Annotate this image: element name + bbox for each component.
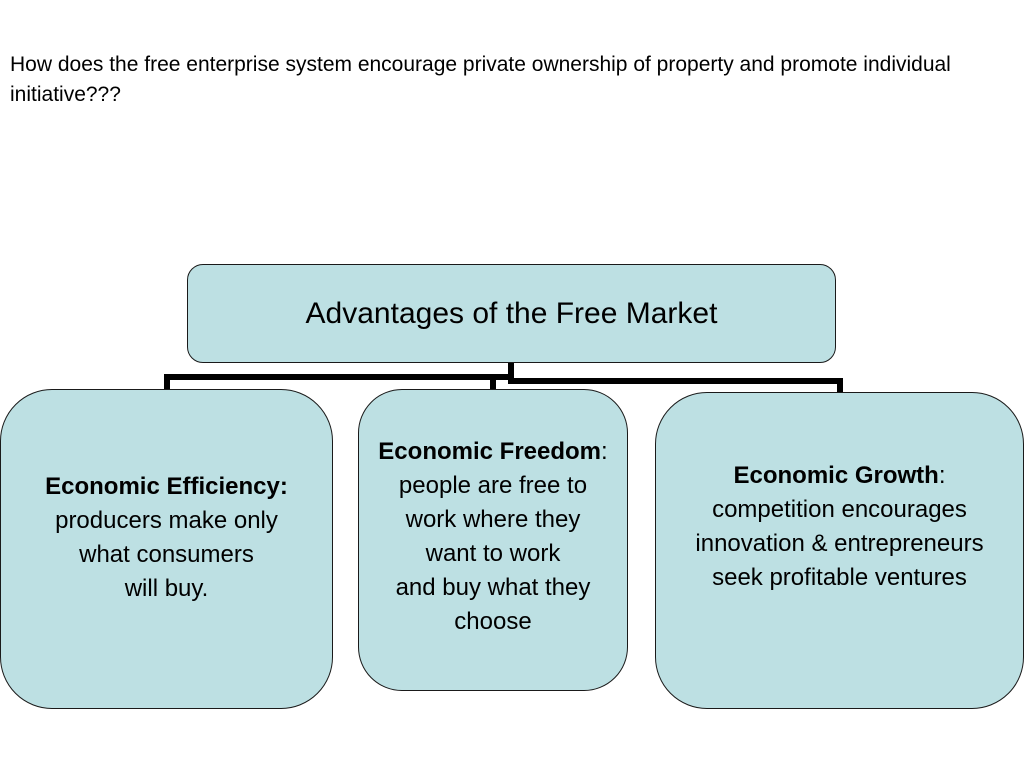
box-economic-efficiency: Economic Efficiency: producers make only… (0, 389, 333, 709)
box-text-line: what consumers (79, 541, 254, 568)
box-heading-line: Economic Freedom: (378, 435, 607, 469)
box-heading: Economic Freedom (378, 438, 602, 465)
box-heading-line: Economic Growth: (695, 459, 983, 493)
box-text-line: competition encourages (712, 495, 967, 523)
box-text-line: work where they (405, 506, 581, 533)
box-content: Economic Freedom: people are free to wor… (378, 435, 607, 639)
box-text-line: choose (454, 608, 532, 635)
box-heading: Economic Growth (733, 461, 939, 489)
box-economic-freedom: Economic Freedom: people are free to wor… (358, 389, 628, 691)
box-text-line: innovation & entrepreneurs (695, 529, 984, 557)
box-text-line: people are free to (398, 472, 588, 499)
page-question: How does the free enterprise system enco… (10, 53, 951, 106)
root-label: Advantages of the Free Market (305, 296, 718, 330)
connector-to-economic-efficiency (164, 360, 514, 392)
box-heading: Economic Efficiency: (45, 473, 288, 500)
box-content: Economic Efficiency: producers make only… (45, 470, 288, 606)
root-box-advantages: Advantages of the Free Market (187, 264, 836, 363)
box-economic-growth: Economic Growth: competition encourages … (655, 392, 1024, 709)
box-text-line: producers make only (55, 507, 278, 534)
box-text-line: will buy. (124, 575, 209, 602)
box-content: Economic Growth: competition encourages … (695, 459, 983, 595)
heading-suffix: : (938, 461, 946, 489)
heading-suffix: : (601, 438, 608, 465)
box-heading-line: Economic Efficiency: (45, 470, 288, 504)
box-text-line: and buy what they (395, 574, 591, 601)
connector-to-economic-growth (508, 360, 843, 395)
box-text-line: want to work (425, 540, 561, 567)
box-text-line: seek profitable ventures (712, 563, 967, 591)
